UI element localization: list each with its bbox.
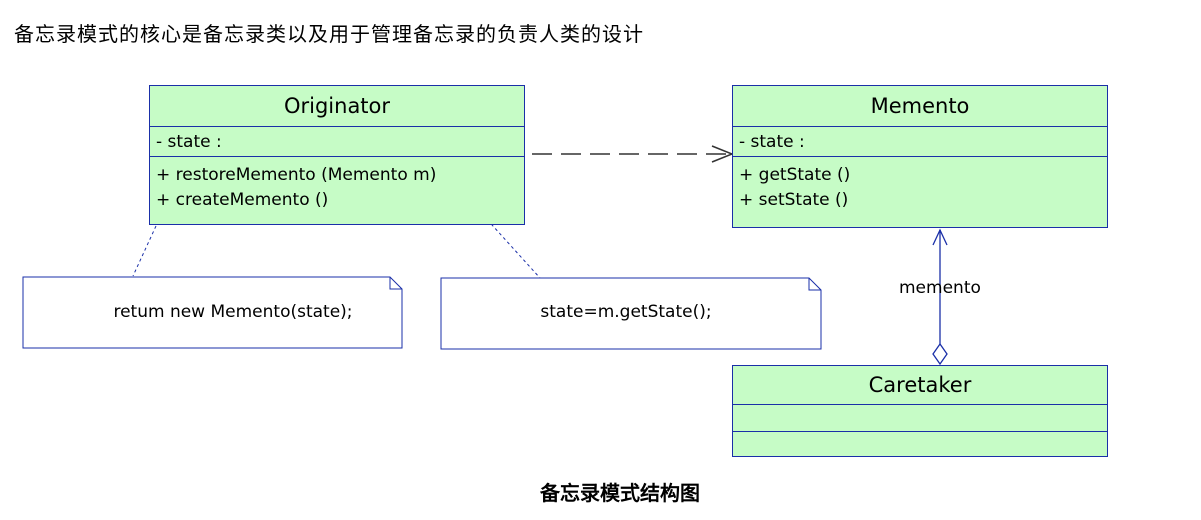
note-shape-restore (440, 277, 822, 350)
note-fold-restore (808, 278, 821, 291)
figure-caption: 备忘录模式结构图 (540, 481, 700, 505)
caretaker-operations (733, 432, 1107, 458)
originator-operation: + createMemento () (156, 190, 329, 210)
note-restore-text: state=m.getState(); (540, 302, 712, 322)
memento-class: Memento - state : + getState () + setSta… (732, 85, 1108, 228)
memento-operation: + getState () (739, 165, 851, 185)
note-create-text: retum new Memento(state); (113, 302, 353, 322)
note-shape-create (22, 276, 403, 349)
memento-class-name: Memento (733, 86, 1107, 127)
note-anchor-create (132, 225, 157, 277)
page-heading: 备忘录模式的核心是备忘录类以及用于管理备忘录的负责人类的设计 (14, 22, 644, 46)
memento-attribute: - state : (739, 132, 805, 152)
memento-operation: + setState () (739, 190, 849, 210)
originator-operations: + restoreMemento (Memento m) + createMem… (150, 157, 524, 213)
originator-attribute: - state : (156, 132, 222, 152)
caretaker-class: Caretaker (732, 365, 1108, 457)
note-fold-create (389, 277, 402, 290)
aggregation-arrowhead (932, 228, 948, 246)
caretaker-class-name: Caretaker (733, 366, 1107, 405)
memento-attributes: - state : (733, 127, 1107, 157)
association-label: memento (899, 278, 981, 298)
originator-class: Originator - state : + restoreMemento (M… (149, 85, 525, 225)
caretaker-attributes (733, 405, 1107, 432)
aggregation-diamond (932, 342, 948, 366)
originator-class-name: Originator (150, 86, 524, 127)
memento-operations: + getState () + setState () (733, 157, 1107, 213)
originator-operation: + restoreMemento (Memento m) (156, 165, 437, 185)
originator-attributes: - state : (150, 127, 524, 157)
